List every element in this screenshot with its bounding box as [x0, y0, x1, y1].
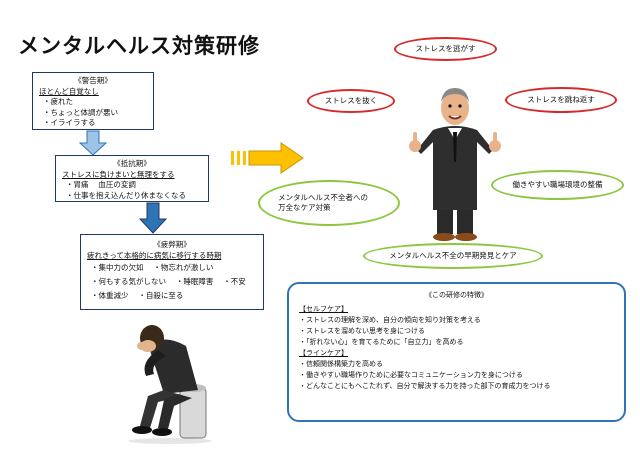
early-detection-text: メンタルヘルス不全の早期発見とケア — [389, 251, 517, 260]
right-arrow-icon — [231, 142, 304, 174]
resistance-subtitle: ストレスに負けまいと無理をする — [62, 169, 175, 179]
resistance-stage-box: 《抵抗期》 ストレスに負けまいと無理をする ・胃痛 血圧の変調 ・仕事を抱え込ん… — [55, 155, 209, 202]
resistance-heading: 《抵抗期》 — [113, 159, 151, 168]
care-measures-text-2: 万全なケア対策 — [278, 203, 331, 212]
down-arrow-icon — [138, 202, 168, 234]
self-care-item: ・「折れない心」を育てるために「自立力」を高める — [299, 338, 464, 346]
care-measures-oval: メンタルヘルス不全者への 万全なケア対策 — [258, 180, 400, 226]
resistance-item: ・仕事を抱え込んだり休まなくなる — [66, 190, 186, 200]
line-care-title: 【ラインケア】 — [299, 349, 348, 357]
resistance-item: ・胃痛 血圧の変調 — [66, 180, 136, 189]
warning-stage-box: 《警告期》 ほとんど自覚なし ・疲れた ・ちょっと体調が悪い ・イライラする — [32, 72, 154, 130]
exhaustion-heading: 《疲弊期》 — [153, 240, 191, 249]
repel-stress-oval: ストレスを跳ね返す — [505, 87, 617, 113]
businessman-illustration — [409, 88, 501, 241]
exhaustion-stage-box: 《疲弊期》 疲れきって本格的に病気に移行する時期 ・集中力の欠如 ・物忘れが激し… — [80, 234, 264, 310]
exhaustion-row: ・集中力の欠如 ・物忘れが激しい — [91, 263, 214, 272]
exhaustion-subtitle: 疲れきって本格的に病気に移行する時期 — [87, 250, 222, 260]
warning-item: ・イライラする — [43, 118, 96, 127]
line-care-item: ・信頼関係構築力を高める — [299, 360, 383, 368]
training-features-box: 《この研修の特徴》 【セルフケア】 ・ストレスの理解を深め、自分の傾向を知り対策… — [287, 282, 626, 422]
self-care-item: ・ストレスを溜めない思考を身につける — [299, 327, 425, 335]
line-care-item: ・働きやすい職場作りために必要なコミュニケーション力を身につける — [299, 371, 523, 379]
features-heading: 《この研修の特徴》 — [425, 291, 488, 299]
down-arrow-icon — [78, 130, 108, 156]
release-stress-text: ストレスを逃がす — [415, 44, 476, 53]
page-title: メンタルヘルス対策研修 — [18, 34, 260, 58]
exhaustion-row: ・何もする気がしない ・睡眠障害 ・不安 — [91, 277, 246, 286]
remove-stress-oval: ストレスを抜く — [307, 89, 395, 113]
line-care-item: ・どんなことにもへこたれず、自分で解決する力を持った部下の育成力をつける — [299, 382, 551, 390]
exhaustion-row: ・体重減少 ・自殺に至る — [91, 291, 184, 300]
warning-item: ・ちょっと体調が悪い — [43, 107, 118, 117]
early-detection-oval: メンタルヘルス不全の早期発見とケア — [363, 243, 543, 269]
warning-item: ・疲れた — [43, 97, 73, 106]
self-care-title: 【セルフケア】 — [299, 305, 348, 313]
warning-subtitle: ほとんど自覚なし — [39, 86, 99, 96]
work-environment-oval: 働きやすい職場環境の整備 — [491, 170, 624, 200]
release-stress-oval: ストレスを逃がす — [394, 37, 497, 61]
work-environment-text: 働きやすい職場環境の整備 — [512, 180, 603, 189]
warning-heading: 《警告期》 — [74, 76, 112, 85]
remove-stress-text: ストレスを抜く — [324, 96, 378, 105]
distressed-man-illustration — [128, 325, 212, 444]
self-care-item: ・ストレスの理解を深め、自分の傾向を知り対策を考える — [299, 316, 481, 324]
care-measures-text-1: メンタルヘルス不全者への — [278, 193, 368, 202]
repel-stress-text: ストレスを跳ね返す — [527, 95, 595, 104]
